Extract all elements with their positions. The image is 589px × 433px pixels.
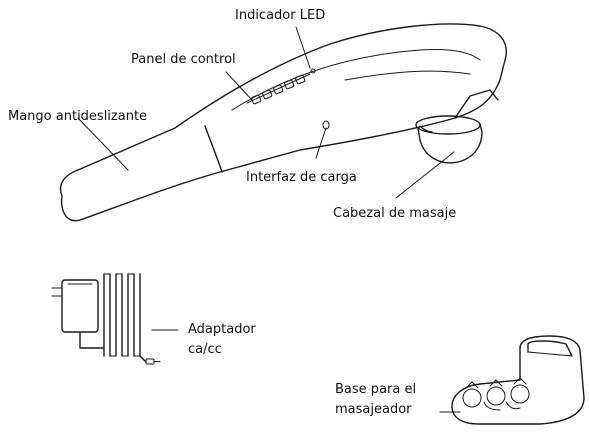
label-base-line2: masajeador	[335, 402, 412, 417]
massager-device	[59, 23, 507, 222]
label-adapter-line1: Adaptador	[188, 322, 256, 337]
leader-lines	[77, 26, 461, 413]
label-adapter-line2: ca/cc	[188, 342, 222, 357]
label-control-panel: Panel de control	[131, 52, 236, 67]
led-indicator-dot	[310, 68, 316, 74]
label-massage-head: Cabezal de masaje	[333, 206, 457, 221]
massager-base	[451, 335, 585, 425]
label-non-slip-grip: Mango antideslizante	[8, 109, 148, 124]
ac-dc-adapter	[51, 273, 161, 365]
label-charging-interface: Interfaz de carga	[246, 170, 357, 185]
label-led-indicator: Indicador LED	[235, 8, 326, 23]
label-base-line1: Base para el	[335, 382, 417, 397]
control-panel-buttons	[246, 73, 311, 105]
